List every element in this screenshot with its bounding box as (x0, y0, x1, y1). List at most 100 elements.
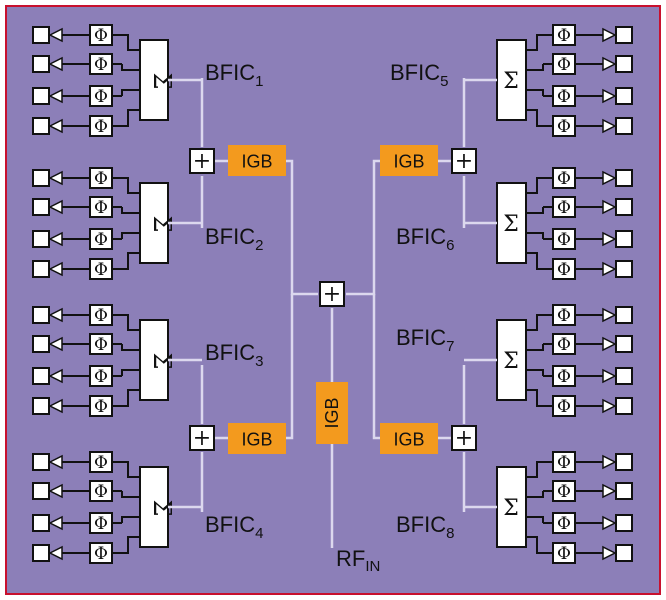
phase-shifter-symbol: Φ (557, 397, 571, 417)
phase-shifter-symbol: Φ (557, 453, 571, 473)
igb-block (316, 382, 348, 444)
antenna-element-row: Φ (32, 24, 122, 46)
antenna-port-square (32, 453, 50, 471)
phase-shifter-symbol: Φ (557, 26, 571, 46)
bfic-label-prefix: BFIC (205, 224, 255, 249)
phase-shifter-symbol: Φ (94, 544, 108, 564)
element-feed-wire (526, 109, 543, 127)
antenna-element-row: Φ (543, 196, 633, 218)
element-feed-wire (526, 314, 543, 331)
antenna-element-row: Φ (543, 365, 633, 387)
bfic-label: BFIC8 (396, 512, 454, 542)
element-feed-wire (526, 461, 543, 478)
antenna-element-row: Φ (32, 115, 122, 137)
antenna-element-row: Φ (32, 196, 122, 218)
antenna-element-row: Φ (543, 258, 633, 280)
igb-label: IGB (322, 397, 342, 428)
antenna-port-square (32, 544, 50, 562)
antenna-element-row: Φ (32, 512, 122, 534)
antenna-port-square (32, 335, 50, 353)
rf-input-sub: IN (365, 558, 380, 575)
phase-shifter-symbol: Φ (557, 482, 571, 502)
phase-shifter-symbol: Φ (94, 55, 108, 75)
bfic-label: BFIC2 (205, 224, 263, 254)
bfic-summer-block (139, 319, 169, 401)
combiner-plus-icon: + (193, 426, 211, 451)
element-feed-wire (121, 64, 140, 71)
phase-shifter-symbol: Φ (94, 198, 108, 218)
combiner-plus-icon: + (193, 149, 211, 174)
bfic-label: BFIC7 (396, 325, 454, 355)
antenna-element-row: Φ (32, 85, 122, 107)
antenna-port-square (32, 230, 50, 248)
antenna-port-square (32, 482, 50, 500)
phase-shifter-symbol: Φ (557, 230, 571, 250)
bfic-label-index: 1 (255, 73, 263, 90)
bfic-label-index: 6 (446, 237, 454, 254)
phase-shifter-symbol: Φ (557, 335, 571, 355)
phase-shifter-symbol: Φ (94, 260, 108, 280)
element-feed-wire (122, 461, 140, 478)
antenna-port-square (32, 260, 50, 278)
bfic-summer-symbol: Σ (148, 216, 176, 233)
phase-shifter-symbol: Φ (557, 367, 571, 387)
phase-shifter-symbol: Φ (557, 544, 571, 564)
element-feed-wire (122, 34, 140, 51)
phase-shifter-symbol: Φ (94, 306, 108, 326)
trunk-line (286, 294, 294, 440)
igb-label: IGB (241, 430, 272, 450)
phase-shifter-symbol: Φ (557, 117, 571, 137)
bfic-summer-block (496, 319, 527, 401)
rf-input-main: RF (336, 546, 365, 571)
element-feed-wire (121, 232, 140, 239)
phase-shifter-symbol: Φ (94, 482, 108, 502)
bfic-label-index: 7 (446, 338, 454, 355)
antenna-port-square (32, 306, 50, 324)
element-feed-wire (526, 369, 544, 376)
element-feed-wire (526, 64, 544, 71)
antenna-element-row: Φ (543, 53, 633, 75)
phase-shifter-symbol: Φ (94, 26, 108, 46)
phase-shifter-symbol: Φ (94, 397, 108, 417)
antenna-port-square (615, 55, 633, 73)
bfic-label-prefix: BFIC (205, 340, 255, 365)
igb-block (380, 145, 438, 176)
phase-shifter-symbol: Φ (94, 514, 108, 534)
igb-block (380, 423, 438, 454)
element-feed-wire (526, 177, 543, 194)
bfic-label-index: 5 (440, 73, 448, 90)
phase-shifter-symbol: Φ (557, 169, 571, 189)
antenna-port-square (32, 87, 50, 105)
antenna-element-row: Φ (32, 480, 122, 502)
antenna-element-row: Φ (543, 542, 633, 564)
bfic-label-index: 8 (446, 525, 454, 542)
antenna-element-row: Φ (543, 512, 633, 534)
bfic-summer-symbol: Σ (148, 353, 176, 370)
phase-shifter-symbol: Φ (94, 367, 108, 387)
antenna-port-square (32, 26, 50, 44)
antenna-port-square (615, 335, 633, 353)
antenna-element-row: Φ (32, 304, 122, 326)
igb-label: IGB (393, 430, 424, 450)
element-feed-wire (526, 536, 543, 554)
element-feed-wire (122, 252, 140, 270)
bfic-summer-symbol: Σ (503, 496, 519, 521)
antenna-port-square (615, 198, 633, 216)
bfic-label-prefix: BFIC (205, 60, 255, 85)
trunk-line (372, 294, 380, 440)
phase-shifter-symbol: Φ (557, 55, 571, 75)
antenna-port-square (32, 367, 50, 385)
antenna-element-row: Φ (543, 395, 633, 417)
antenna-element-row: Φ (32, 167, 122, 189)
phase-shifter-symbol: Φ (94, 453, 108, 473)
antenna-port-square (32, 397, 50, 415)
bfic-summer-block (139, 466, 169, 548)
combiner-plus-icon: + (323, 282, 341, 307)
rf-input-label: RFIN (336, 546, 380, 575)
bfic-summer-symbol: Σ (503, 69, 519, 94)
element-feed-wire (122, 536, 140, 554)
element-feed-wire (121, 344, 140, 351)
phase-shifter-symbol: Φ (94, 169, 108, 189)
